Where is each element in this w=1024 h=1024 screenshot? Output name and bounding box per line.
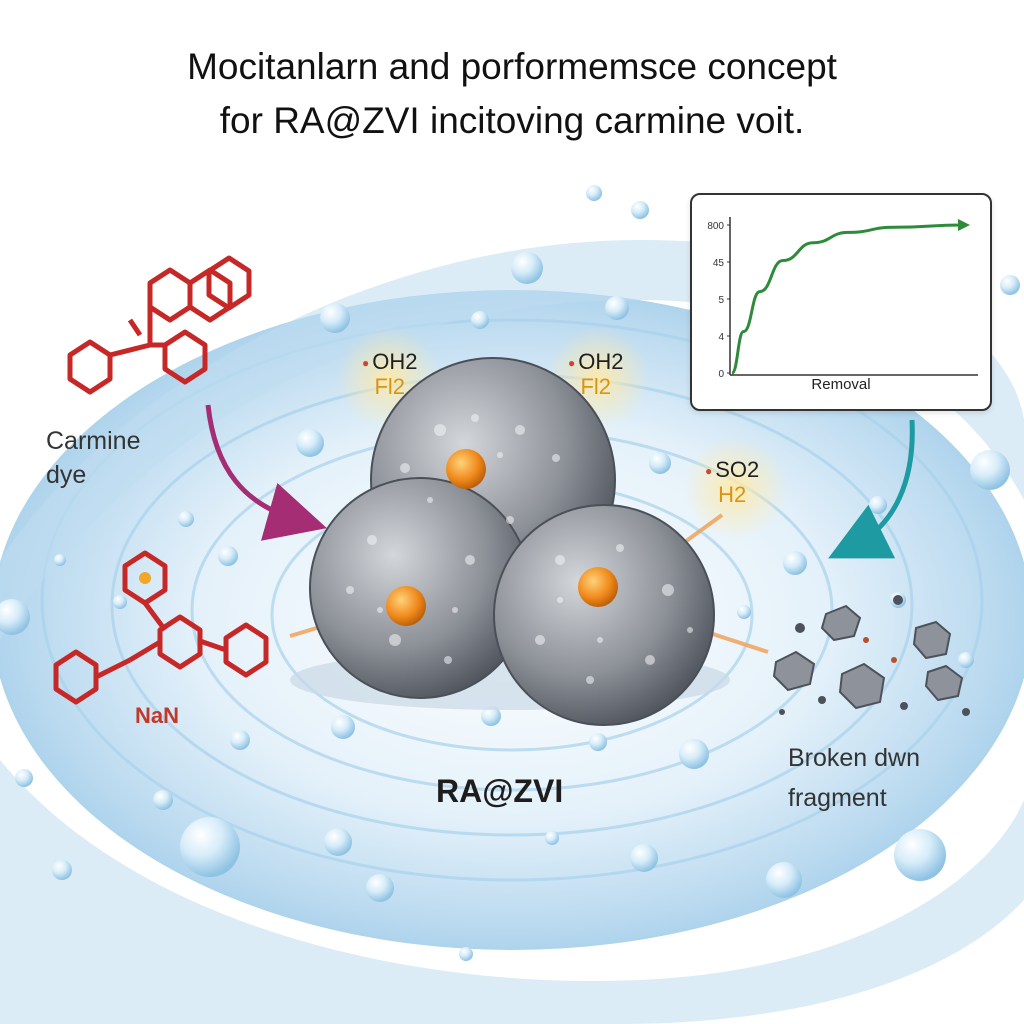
species-label: OH2: [362, 349, 417, 375]
y-tick-label: 0: [718, 369, 724, 380]
reactive-tag-2: OH2 Fl2: [568, 349, 623, 400]
core-site-top: [446, 449, 486, 489]
y-tick-label: 45: [713, 258, 725, 269]
hydrogen-label: Fl2: [580, 374, 612, 400]
inflow-arrow: [205, 404, 327, 541]
species-label: OH2: [568, 349, 623, 375]
title-line-2: for RA@ZVI incitoving carmine voit.: [219, 100, 805, 141]
page-title: Mocitanlarn and porformemsce concept for…: [0, 40, 1024, 148]
reactive-tag-1: OH2 Fl2: [362, 349, 417, 400]
water-wave-bottom: [0, 760, 1024, 1024]
y-tick-label: 5: [718, 295, 724, 306]
removal-curve-plot: 800 45 5 4 0: [707, 217, 978, 380]
dye-molecule-nan: [53, 550, 269, 705]
species-label: SO2: [705, 457, 759, 483]
core-site-left: [386, 586, 426, 626]
zvi-particle-right: [493, 504, 715, 726]
y-tick-label: 800: [707, 221, 724, 232]
bubbles: [0, 185, 1020, 961]
carmine-dye-molecule: [67, 255, 252, 395]
removal-curve: [730, 223, 965, 375]
particle-texture: [346, 414, 693, 684]
dye-substituent-dot: [139, 572, 151, 584]
hydrogen-label: Fl2: [374, 374, 406, 400]
nan-label: NaN: [135, 703, 180, 728]
removal-inset-chart: 800 45 5 4 0 Removal: [690, 193, 992, 411]
y-tick-label: 4: [718, 332, 724, 343]
ra-zvi-label: RA@ZVI: [436, 773, 564, 809]
fragments-label: Broken dwn fragment: [788, 744, 921, 812]
x-axis-label: Removal: [811, 376, 871, 393]
outflow-arrow: [828, 419, 915, 559]
carmine-dye-label: Carmine dye: [46, 427, 141, 489]
curve-arrowhead: [958, 219, 970, 231]
water-wave-top: [0, 240, 1024, 640]
broken-fragments: [772, 595, 970, 716]
hydrogen-label: H2: [718, 482, 747, 508]
title-line-1: Mocitanlarn and porformemsce concept: [187, 46, 837, 87]
core-site-right: [578, 567, 618, 607]
reactive-tag-3: SO2 H2: [705, 457, 759, 508]
